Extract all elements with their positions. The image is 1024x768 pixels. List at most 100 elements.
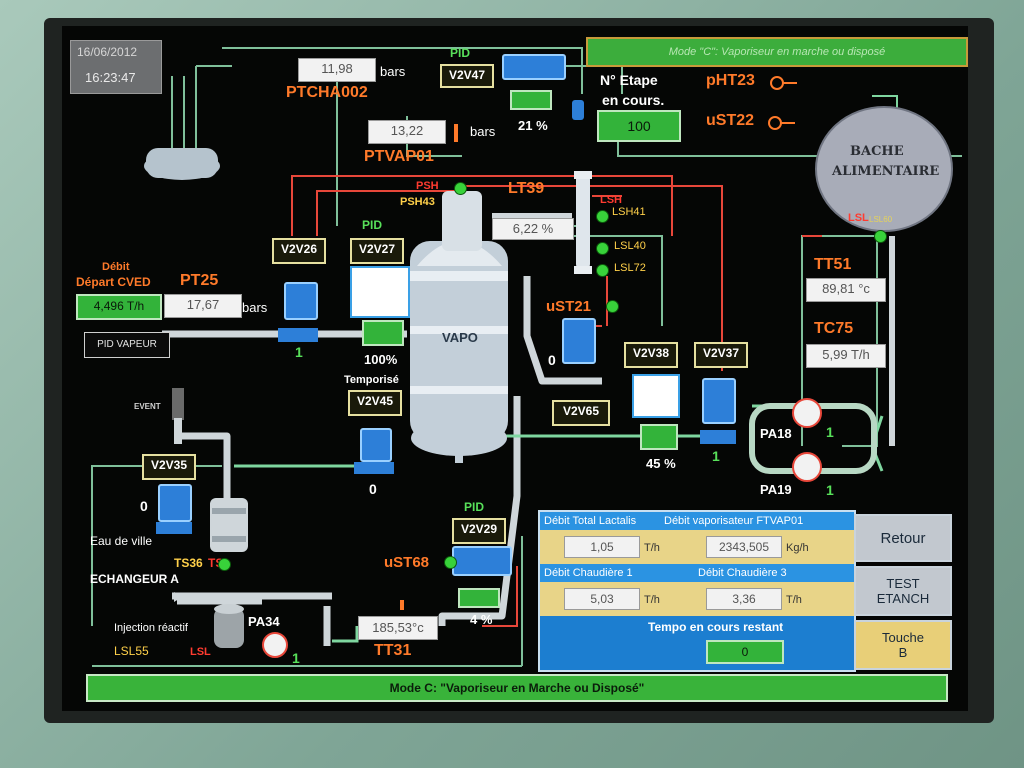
v2v45-body[interactable]: [354, 462, 394, 474]
debit-vap-label: Débit vaporisateur FTVAP01: [664, 515, 804, 527]
info-panel: Débit Total Lactalis Débit vaporisateur …: [538, 510, 856, 672]
pt25-tag: PT25: [180, 272, 219, 289]
event-label: EVENT: [134, 402, 161, 411]
v2v27-pid: PID: [362, 218, 383, 232]
v2v29-percent: 4 %: [470, 612, 493, 627]
ust68-stub: [400, 600, 404, 610]
step-label-2: en cours.: [602, 92, 665, 108]
lsl55-red: LSL: [190, 646, 211, 658]
pt25-value: 17,67: [164, 294, 242, 318]
chaud1-label: Débit Chaudière 1: [544, 567, 633, 579]
v2v47-percent: 21 %: [518, 118, 548, 133]
v2v45-state: 0: [369, 481, 377, 497]
ust22-stub: [781, 122, 795, 124]
v2v38-body[interactable]: [640, 424, 678, 450]
v2v35-state: 0: [140, 498, 148, 514]
tt51-label: TT51: [814, 256, 852, 273]
vapo-label: VAPO: [442, 330, 478, 345]
pa34-pump[interactable]: [262, 632, 288, 658]
v2v29-actuator[interactable]: [452, 546, 512, 576]
tt31-value: 185,53°c: [372, 620, 424, 635]
step-value: 100: [597, 110, 681, 142]
lsh-red-label: LSH: [600, 194, 622, 206]
v2v27-tag[interactable]: V2V27: [350, 238, 404, 264]
lsl55-label: LSL55: [114, 644, 149, 658]
ust68-dot: [444, 556, 457, 569]
chaud3-unit: T/h: [786, 594, 802, 606]
ust21-label: uST21: [546, 298, 592, 315]
retour-button-label: Retour: [880, 529, 926, 547]
tank-label-2: ALIMENTAIRE: [832, 164, 940, 179]
test-etanch-label-2: ETANCH: [876, 591, 930, 606]
v2v65-tag[interactable]: V2V65: [552, 400, 610, 426]
pa19-label: PA19: [760, 482, 792, 497]
v2v35-tag[interactable]: V2V35: [142, 454, 196, 480]
pa18-label: PA18: [760, 426, 792, 441]
v2v37-tag[interactable]: V2V37: [694, 342, 748, 368]
pa19-pump[interactable]: [792, 452, 822, 482]
datetime-box: 16/06/2012 16:23:47: [70, 40, 162, 94]
lt39-value: 6,22 %: [492, 218, 574, 240]
v2v37-body[interactable]: [700, 430, 736, 444]
injection-label: Injection réactif: [114, 622, 188, 634]
time-text: 16:23:47: [85, 70, 136, 85]
debit-total-value: 1,05: [564, 536, 640, 558]
pa19-state: 1: [826, 482, 834, 498]
ust68-label: uST68: [384, 554, 430, 571]
v2v65-state: 0: [548, 352, 556, 368]
v2v27-body[interactable]: [362, 320, 404, 346]
v2v47-body[interactable]: [510, 90, 552, 110]
v2v47-tag[interactable]: V2V47: [440, 64, 494, 88]
panel-row-1: [540, 512, 854, 530]
lsh41-label: LSH41: [612, 206, 646, 218]
pht23-indicator: [770, 76, 784, 90]
v2v38-tag[interactable]: V2V38: [624, 342, 678, 368]
v2v47-blue-cap: [572, 100, 584, 120]
ptvap-unit: bars: [470, 124, 496, 139]
mode-banner: Mode "C": Vaporiseur en marche ou dispos…: [586, 37, 968, 67]
v2v38-actuator[interactable]: [632, 374, 680, 418]
ts36-label: TS36: [174, 556, 203, 570]
v2v37-actuator[interactable]: [702, 378, 736, 424]
v2v29-body[interactable]: [458, 588, 500, 608]
debit-cved-label-2: Départ CVED: [76, 275, 151, 289]
pa18-pump[interactable]: [792, 398, 822, 428]
debit-total-label: Débit Total Lactalis: [544, 515, 637, 527]
v2v47-actuator[interactable]: [502, 54, 566, 80]
v2v26-tag[interactable]: V2V26: [272, 238, 326, 264]
chaud1-value: 5,03: [564, 588, 640, 610]
eau-label: Eau de ville: [90, 534, 153, 548]
retour-button[interactable]: Retour: [854, 514, 952, 562]
touche-b-button[interactable]: Touche B: [854, 620, 952, 670]
v2v65-actuator[interactable]: [562, 318, 596, 364]
debit-vap-value: 2343,505: [706, 536, 782, 558]
chaud3-label: Débit Chaudière 3: [698, 567, 787, 579]
ptvap-tag: PTVAP01: [364, 148, 434, 165]
tt31-label: TT31: [374, 642, 412, 659]
tank-lsl-dot: [874, 230, 887, 243]
v2v35-actuator[interactable]: [158, 484, 192, 522]
v2v27-percent: 100%: [364, 352, 398, 367]
touche-b-label-2: B: [898, 645, 908, 660]
ptcha-value: 11,98: [298, 58, 376, 82]
debit-total-unit: T/h: [644, 542, 660, 554]
ptcha-tag: PTCHA002: [286, 84, 368, 101]
tank-lsl-red: LSL: [848, 212, 869, 224]
lt39-label: LT39: [508, 180, 545, 197]
v2v35-body[interactable]: [156, 522, 192, 534]
tt51-value: 89,81 °c: [806, 278, 886, 302]
lsl72-dot: [596, 264, 609, 277]
v2v26-actuator[interactable]: [284, 282, 318, 320]
test-etanch-label-1: TEST: [886, 576, 920, 591]
v2v29-tag[interactable]: V2V29: [452, 518, 506, 544]
hmi-screen: 16/06/2012 16:23:47 Mode "C": Vaporiseur…: [62, 26, 968, 711]
v2v26-body[interactable]: [278, 328, 318, 342]
pt25-unit: bars: [242, 300, 268, 315]
pa18-state: 1: [826, 424, 834, 440]
v2v45-actuator[interactable]: [360, 428, 392, 462]
panel-row-2: [540, 564, 854, 582]
v2v27-actuator[interactable]: [350, 266, 410, 318]
pid-vapeur-button[interactable]: PID VAPEUR: [84, 332, 170, 358]
v2v45-tag[interactable]: V2V45: [348, 390, 402, 416]
test-etanch-button[interactable]: TEST ETANCH: [854, 566, 952, 616]
